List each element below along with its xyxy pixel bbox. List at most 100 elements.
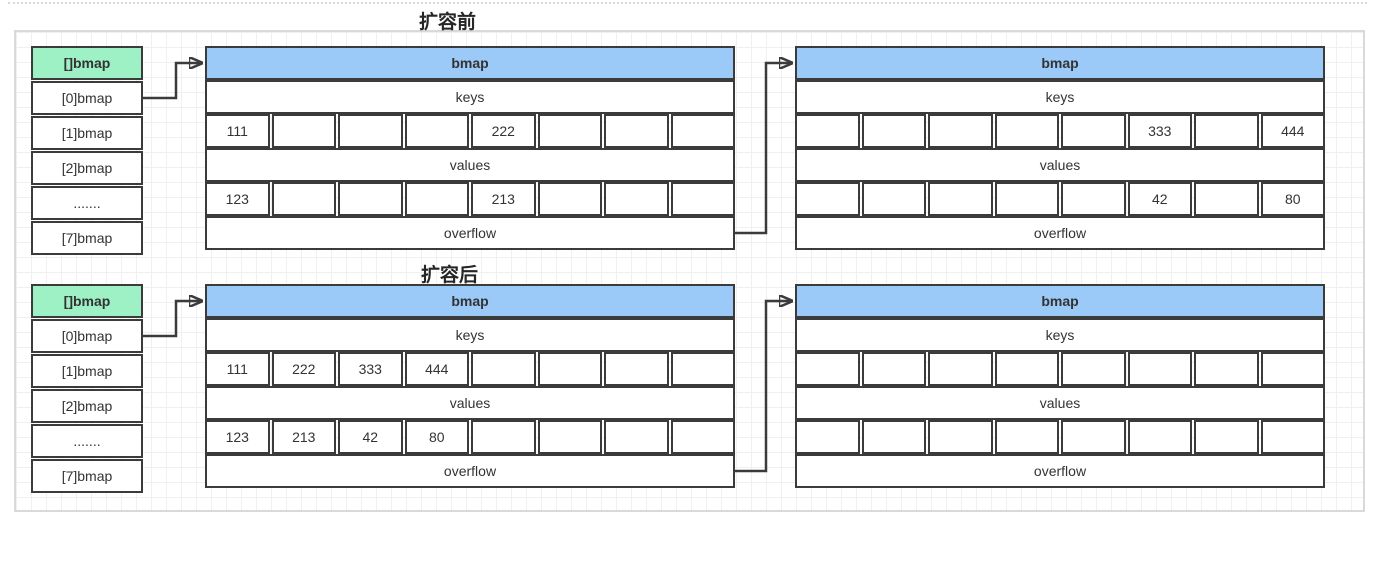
value-cell [537, 420, 602, 454]
value-cell: 123 [205, 182, 270, 216]
keys-cells: 111 222 333 444 [205, 352, 735, 386]
key-cell: 111 [205, 114, 270, 148]
key-cell: 222 [471, 114, 536, 148]
key-cell [670, 114, 735, 148]
bucket-array-after: []bmap [0]bmap [1]bmap [2]bmap ....... [… [31, 284, 143, 493]
overflow-label: overflow [795, 216, 1325, 250]
value-cell [1127, 420, 1192, 454]
key-cell [994, 114, 1059, 148]
value-cell [861, 182, 926, 216]
values-cells: 123 213 [205, 182, 735, 216]
key-cell [670, 352, 735, 386]
key-cell [537, 114, 602, 148]
key-cell: 444 [1260, 114, 1325, 148]
keys-cells: 333 444 [795, 114, 1325, 148]
key-cell: 111 [205, 352, 270, 386]
value-cell [1061, 420, 1126, 454]
value-cell: 80 [1260, 182, 1325, 216]
values-label: values [795, 386, 1325, 420]
key-cell [795, 352, 860, 386]
keys-label: keys [795, 318, 1325, 352]
value-cell: 42 [1127, 182, 1192, 216]
overflow-label: overflow [205, 454, 735, 488]
bucket-item-ellipsis: ....... [31, 424, 143, 458]
value-cell [471, 420, 536, 454]
values-cells: 42 80 [795, 182, 1325, 216]
bmap-header: bmap [205, 46, 735, 80]
key-cell [604, 114, 669, 148]
key-cell [1260, 352, 1325, 386]
section-title-before: 扩容前 [419, 12, 477, 33]
bmap-struct-before-overflow: bmap keys 333 444 values 42 80 overflow [795, 46, 1325, 250]
value-cell: 80 [404, 420, 469, 454]
bmap-header: bmap [795, 46, 1325, 80]
bucket-item-1: [1]bmap [31, 116, 143, 150]
key-cell [1127, 352, 1192, 386]
bmap-header: bmap [205, 284, 735, 318]
key-cell [404, 114, 469, 148]
value-cell [1260, 420, 1325, 454]
keys-cells: 111 222 [205, 114, 735, 148]
value-cell [670, 182, 735, 216]
value-cell [338, 182, 403, 216]
section-title-after: 扩容后 [421, 265, 479, 286]
value-cell [795, 182, 860, 216]
bucket-array-header: []bmap [31, 46, 143, 80]
key-cell: 333 [1127, 114, 1192, 148]
key-cell [994, 352, 1059, 386]
value-cell [670, 420, 735, 454]
value-cell [795, 420, 860, 454]
bmap-struct-before-main: bmap keys 111 222 values 123 213 overflo… [205, 46, 735, 250]
bucket-item-1: [1]bmap [31, 354, 143, 388]
value-cell [861, 420, 926, 454]
key-cell [795, 114, 860, 148]
value-cell: 213 [471, 182, 536, 216]
value-cell [537, 182, 602, 216]
value-cell [928, 182, 993, 216]
bucket-item-0: [0]bmap [31, 81, 143, 115]
value-cell: 42 [338, 420, 403, 454]
key-cell [861, 352, 926, 386]
value-cell [1194, 182, 1259, 216]
bucket-item-2: [2]bmap [31, 389, 143, 423]
overflow-label: overflow [205, 216, 735, 250]
values-cells [795, 420, 1325, 454]
value-cell [1061, 182, 1126, 216]
key-cell [1061, 352, 1126, 386]
bmap-header: bmap [795, 284, 1325, 318]
value-cell: 213 [271, 420, 336, 454]
value-cell [1194, 420, 1259, 454]
values-label: values [795, 148, 1325, 182]
bucket-item-ellipsis: ....... [31, 186, 143, 220]
key-cell [271, 114, 336, 148]
keys-label: keys [205, 80, 735, 114]
value-cell [604, 182, 669, 216]
bucket-item-7: [7]bmap [31, 221, 143, 255]
key-cell [471, 352, 536, 386]
keys-label: keys [795, 80, 1325, 114]
values-label: values [205, 386, 735, 420]
bmap-struct-after-overflow: bmap keys values overflow [795, 284, 1325, 488]
key-cell [1061, 114, 1126, 148]
key-cell [537, 352, 602, 386]
key-cell: 444 [404, 352, 469, 386]
bucket-array-before: []bmap [0]bmap [1]bmap [2]bmap ....... [… [31, 46, 143, 255]
keys-cells [795, 352, 1325, 386]
value-cell [404, 182, 469, 216]
values-label: values [205, 148, 735, 182]
bucket-array-header: []bmap [31, 284, 143, 318]
key-cell [928, 352, 993, 386]
page-boundary-dotted-line [8, 2, 1367, 4]
key-cell [338, 114, 403, 148]
value-cell [928, 420, 993, 454]
key-cell [861, 114, 926, 148]
values-cells: 123 213 42 80 [205, 420, 735, 454]
key-cell [604, 352, 669, 386]
value-cell: 123 [205, 420, 270, 454]
value-cell [994, 420, 1059, 454]
keys-label: keys [205, 318, 735, 352]
value-cell [604, 420, 669, 454]
key-cell: 333 [338, 352, 403, 386]
bucket-item-2: [2]bmap [31, 151, 143, 185]
